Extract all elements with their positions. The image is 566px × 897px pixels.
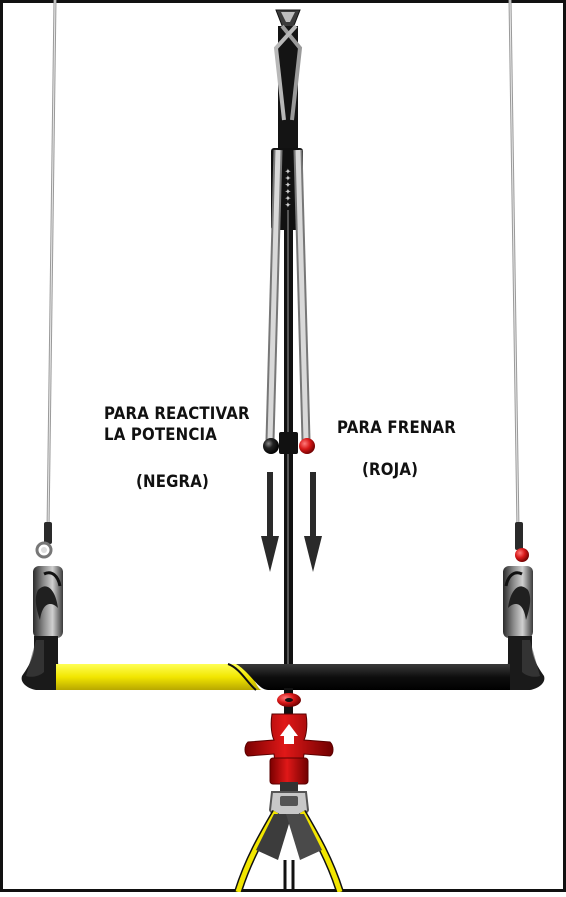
arrow-down-right-icon bbox=[304, 472, 322, 572]
reactivate-label-line1: PARA REACTIVAR bbox=[104, 404, 250, 424]
right-front-line bbox=[293, 149, 311, 441]
reactivate-label-line2: LA POTENCIA bbox=[104, 425, 218, 445]
black-ball bbox=[263, 438, 279, 454]
chicken-loop bbox=[234, 809, 344, 894]
center-depower-line bbox=[284, 210, 293, 700]
quick-release bbox=[244, 713, 334, 785]
top-pulley bbox=[275, 9, 301, 29]
brake-label: PARA FRENAR bbox=[337, 418, 456, 438]
right-bar-end bbox=[488, 522, 545, 690]
left-bar-end bbox=[21, 522, 78, 690]
sheath-brand-mark: ✦✦✦✦✦✦ bbox=[283, 168, 292, 209]
right-flying-line bbox=[508, 0, 520, 531]
arrow-down-left-icon bbox=[261, 472, 279, 572]
left-front-line bbox=[265, 149, 283, 441]
red-ball bbox=[299, 438, 315, 454]
crossing-lines bbox=[273, 24, 303, 121]
depower-adjuster bbox=[263, 432, 315, 454]
reactivate-color-label: (NEGRA) bbox=[136, 472, 210, 492]
control-bar bbox=[56, 663, 510, 691]
brake-color-label: (ROJA) bbox=[362, 460, 419, 480]
swivel-connector bbox=[268, 782, 310, 817]
arrow-up-icon bbox=[280, 724, 298, 744]
left-flying-line bbox=[46, 0, 57, 531]
